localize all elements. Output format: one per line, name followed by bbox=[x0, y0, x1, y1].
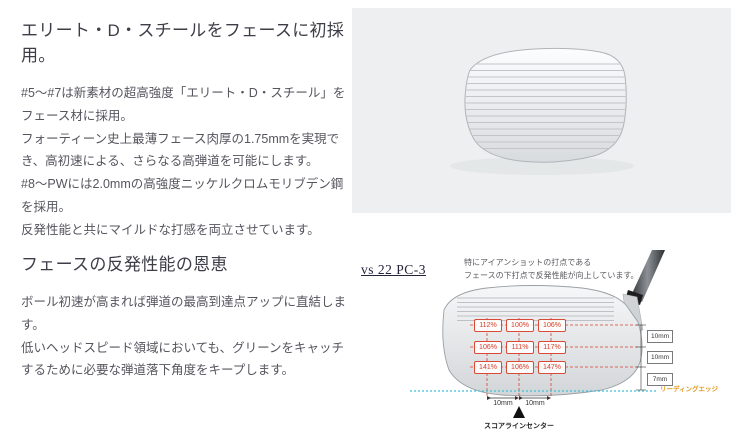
rebound-diagram: vs 22 PC-3 特にアイアンショットの打点である フェースの下打点で反発性… bbox=[352, 250, 731, 441]
rebound-cell: 100% bbox=[506, 319, 534, 332]
rebound-cell: 112% bbox=[474, 319, 502, 332]
face-shadow bbox=[450, 157, 634, 175]
diagram-caption-line2: フェースの下打点で反発性能が向上しています。 bbox=[464, 270, 639, 280]
rebound-cell: 106% bbox=[506, 361, 534, 374]
section2-heading: フェースの反発性能の恩恵 bbox=[21, 255, 228, 274]
diagram-caption: 特にアイアンショットの打点である フェースの下打点で反発性能が向上しています。 bbox=[464, 257, 639, 283]
vs-model-label: vs 22 PC-3 bbox=[361, 262, 427, 277]
club-face-illustration bbox=[450, 47, 634, 175]
scoreline-center-label: スコアラインセンター bbox=[484, 423, 554, 430]
dimension-label-right: 10mm bbox=[647, 351, 673, 364]
section1-heading: エリート・D・スチールをフェースに初採用。 bbox=[21, 21, 345, 65]
shaft bbox=[630, 250, 665, 302]
right-dimension-bracket bbox=[636, 324, 646, 391]
iron-head-diagram bbox=[410, 250, 665, 418]
section1-paragraph: #5〜#7は新素材の超高強度「エリート・D・スチール」をフェース材に採用。 bbox=[21, 86, 346, 123]
rebound-cell: 147% bbox=[538, 361, 566, 374]
section1-paragraph: #8〜PWには2.0mmの高強度ニッケルクロムモリブデン鋼を採用。 bbox=[21, 177, 344, 214]
scoreline-center-arrow bbox=[513, 406, 525, 418]
iron-face-shape bbox=[464, 47, 627, 163]
rebound-cell: 117% bbox=[538, 341, 566, 354]
section2-paragraph: 低いヘッドスピード領域においても、グリーンをキャッチするために必要な弾道落下角度… bbox=[21, 340, 345, 378]
dimension-label-bottom: 10mm bbox=[525, 400, 545, 407]
rebound-cell: 106% bbox=[474, 341, 502, 354]
section1-paragraph: フォーティーン史上最薄フェース肉厚の1.75mmを実現でき、高初速による、さらな… bbox=[21, 131, 340, 169]
dimension-label-right: 10mm bbox=[647, 330, 673, 343]
section1-paragraph: 反発性能と共にマイルドな打感を両立させています。 bbox=[21, 222, 320, 237]
section-face-material-text: エリート・D・スチールをフェースに初採用。 #5〜#7は新素材の超高強度「エリー… bbox=[21, 16, 351, 241]
face-grooves bbox=[464, 63, 627, 149]
rebound-cell: 141% bbox=[474, 361, 502, 374]
leading-edge-label: リーディングエッジ bbox=[660, 386, 719, 393]
dimension-label-right: 7mm bbox=[647, 373, 673, 386]
dimension-label-bottom: 10mm bbox=[493, 400, 513, 407]
club-face-image bbox=[352, 8, 731, 213]
section2-paragraph: ボール初速が高まれば弾道の最高到達点アップに直結します。 bbox=[21, 295, 347, 332]
section-rebound-text: フェースの反発性能の恩恵 ボール初速が高まれば弾道の最高到達点アップに直結します… bbox=[21, 250, 351, 382]
rebound-cell: 111% bbox=[506, 341, 534, 354]
rebound-cell: 106% bbox=[538, 319, 566, 332]
diagram-caption-line1: 特にアイアンショットの打点である bbox=[464, 258, 592, 267]
